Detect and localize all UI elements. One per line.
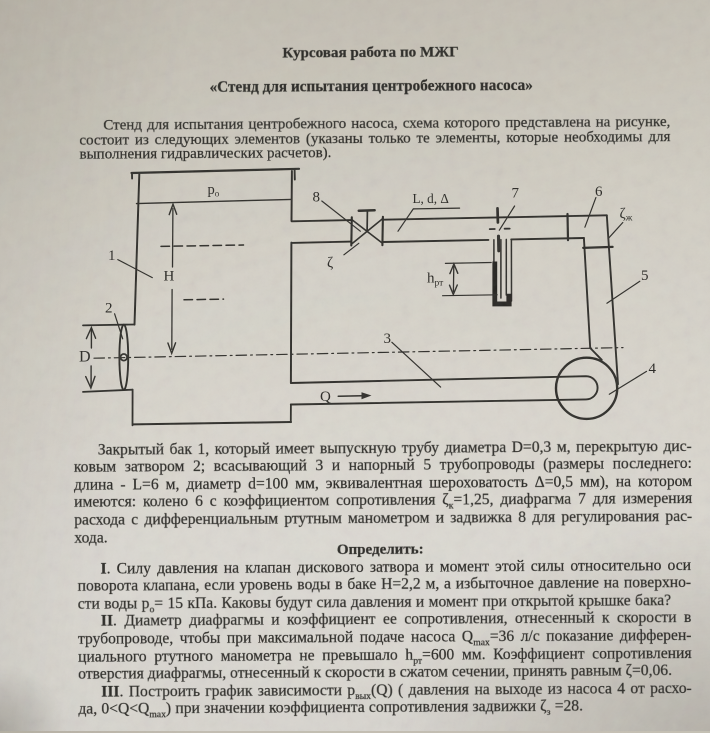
svg-text:6: 6	[595, 184, 603, 200]
svg-text:4: 4	[649, 361, 657, 377]
svg-text:5: 5	[641, 268, 649, 284]
svg-text:ζ: ζ	[327, 255, 333, 271]
svg-text:2: 2	[105, 300, 113, 316]
svg-text:Q: Q	[320, 389, 331, 405]
svg-text:3: 3	[384, 331, 392, 347]
svg-text:1: 1	[108, 248, 116, 264]
svg-text:hрт: hрт	[427, 271, 444, 289]
svg-text:ζж: ζж	[620, 206, 633, 224]
svg-text:L, d, Δ: L, d, Δ	[413, 191, 449, 206]
svg-text:7: 7	[512, 186, 520, 202]
svg-text:H: H	[164, 269, 175, 285]
svg-text:8: 8	[313, 190, 321, 206]
svg-text:D: D	[79, 349, 91, 366]
svg-text:pо: pо	[208, 182, 220, 198]
